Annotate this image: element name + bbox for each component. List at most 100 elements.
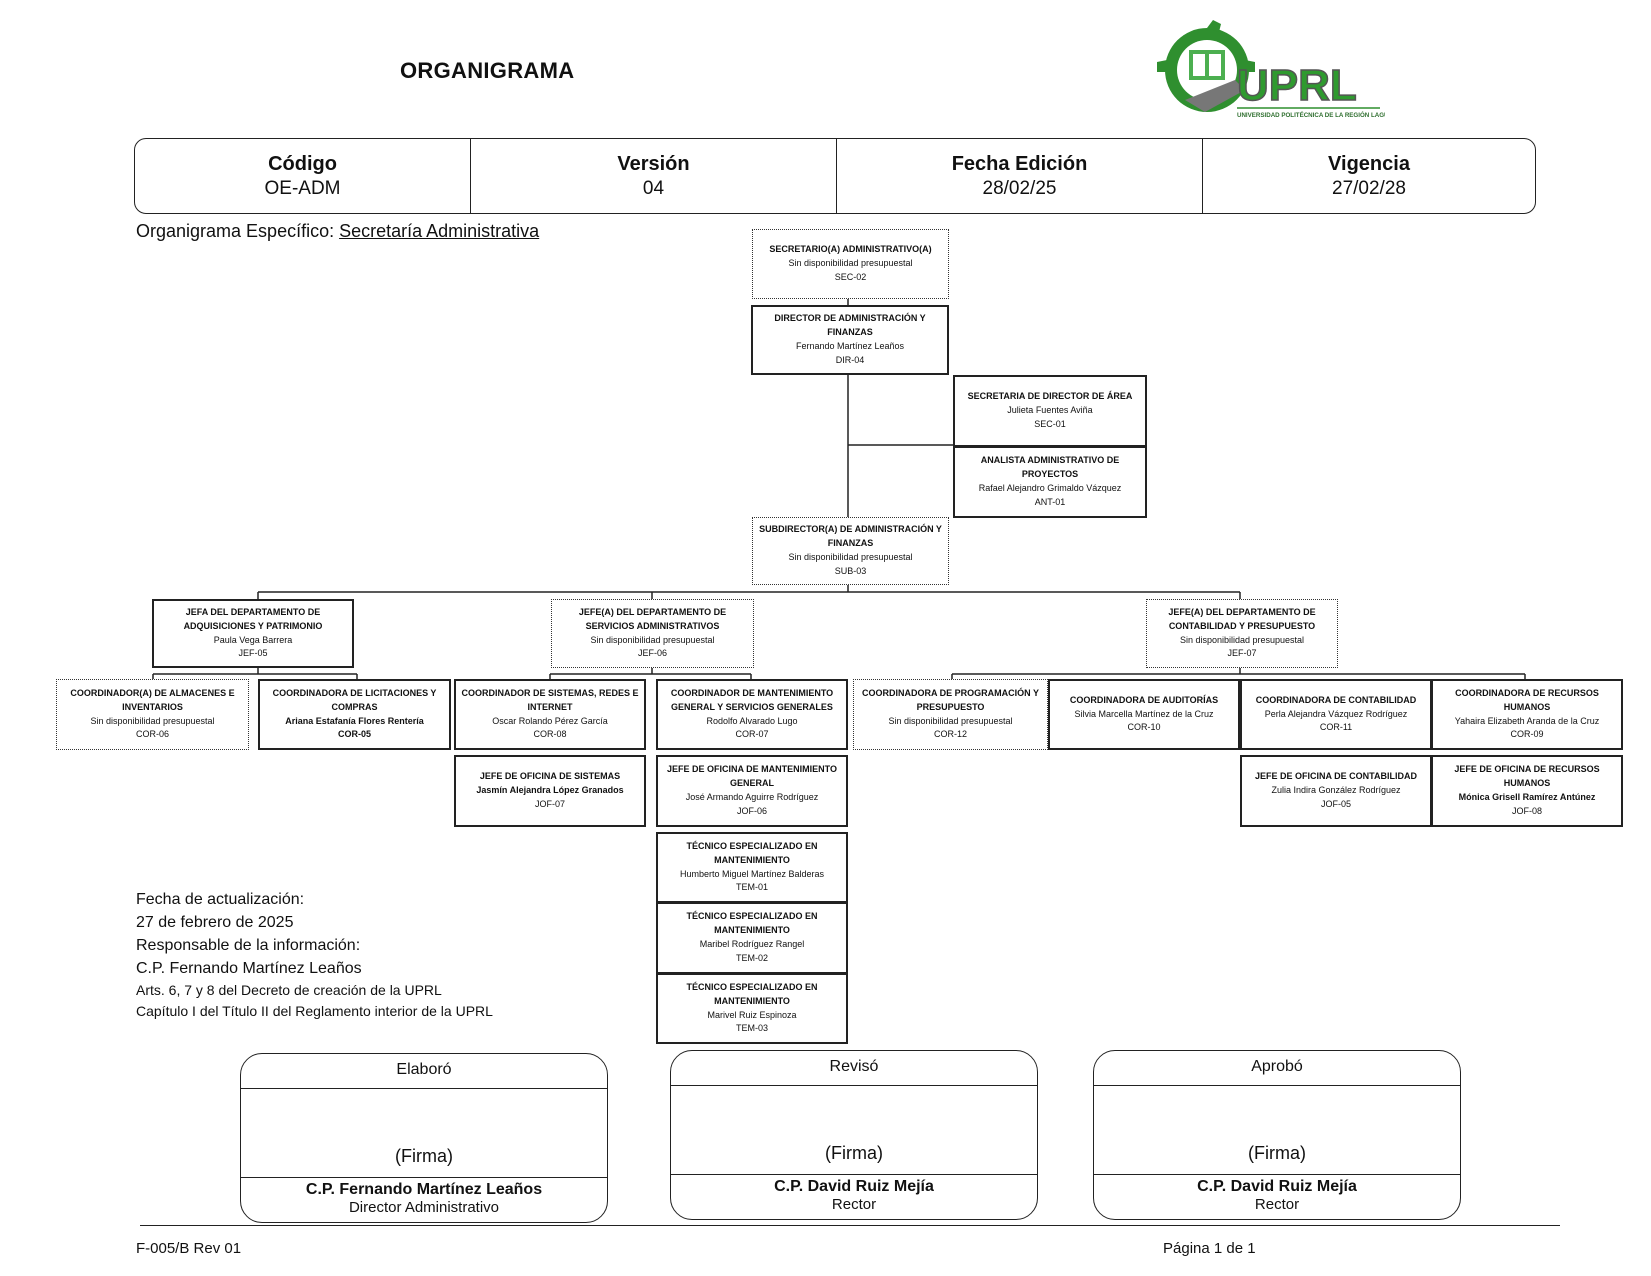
org-box-title: JEFA DEL DEPARTAMENTO DE ADQUISICIONES Y… <box>183 606 323 631</box>
org-box-title: TÉCNICO ESPECIALIZADO EN MANTENIMIENTO <box>686 981 818 1006</box>
signature-head: Aprobó <box>1094 1051 1460 1086</box>
signature-role: Rector <box>1254 1196 1300 1213</box>
signature-role: Director Administrativo <box>348 1199 500 1216</box>
org-box-code: JEF-07 <box>1227 648 1257 659</box>
org-box-title: DIRECTOR DE ADMINISTRACIÓN Y FINANZAS <box>774 313 926 338</box>
signature-box-aprobo: Aprobó (Firma) C.P. David Ruiz Mejía Rec… <box>1093 1050 1461 1220</box>
org-box-code: TEM-03 <box>735 1023 768 1034</box>
org-box-title: COORDINADORA DE LICITACIONES Y COMPRAS <box>272 687 437 712</box>
org-box-code: COR-11 <box>1319 722 1353 733</box>
org-box-code: COR-12 <box>933 729 967 740</box>
org-box-title: JEFE DE OFICINA DE MANTENIMIENTO GENERAL <box>666 764 837 789</box>
org-box-cor-09: COORDINADORA DE RECURSOS HUMANOS Yahaira… <box>1431 679 1623 750</box>
org-box-title: JEFE DE OFICINA DE SISTEMAS <box>479 771 621 782</box>
info-line: Responsable de la información: <box>136 937 361 954</box>
meta-version: Versión 04 <box>471 139 837 213</box>
org-box-title: TÉCNICO ESPECIALIZADO EN MANTENIMIENTO <box>686 911 818 936</box>
org-box-code: TEM-01 <box>735 882 768 893</box>
info-line: Fecha de actualización: <box>136 891 305 908</box>
meta-label: Código <box>268 152 337 175</box>
org-box-title: JEFE DE OFICINA DE RECURSOS HUMANOS <box>1454 764 1600 789</box>
org-box-cor-06: COORDINADOR(A) DE ALMACENES E INVENTARIO… <box>56 679 249 750</box>
signature-box-reviso: Revisó (Firma) C.P. David Ruiz Mejía Rec… <box>670 1050 1038 1220</box>
org-box-name: Sin disponibilidad presupuestal <box>1179 634 1305 645</box>
org-box-title: JEFE(A) DEL DEPARTAMENTO DE SERVICIOS AD… <box>578 606 727 631</box>
org-box-name: Jasmín Alejandra López Granados <box>476 785 624 796</box>
org-box-title: COORDINADORA DE CONTABILIDAD <box>1255 694 1417 705</box>
org-box-name: Sin disponibilidad presupuestal <box>888 715 1013 726</box>
meta-value: 04 <box>642 177 665 199</box>
footer-divider <box>140 1225 1560 1226</box>
org-box-title: COORDINADORA DE AUDITORÍAS <box>1069 694 1219 705</box>
info-line: Capítulo I del Título II del Reglamento … <box>136 1003 493 1019</box>
org-box-name: José Armando Aguirre Rodríguez <box>685 792 819 802</box>
signature-role: Rector <box>831 1196 877 1213</box>
org-box-sec-01: SECRETARIA DE DIRECTOR DE ÁREA Julieta F… <box>953 375 1147 447</box>
org-box-title: JEFE(A) DEL DEPARTAMENTO DE CONTABILIDAD… <box>1168 606 1316 631</box>
org-box-code: DIR-04 <box>835 354 865 365</box>
org-box-name: Perla Alejandra Vázquez Rodríguez <box>1264 708 1408 719</box>
org-box-code: JEF-05 <box>238 648 268 659</box>
org-box-code: JOF-06 <box>736 805 767 816</box>
org-box-name: Rodolfo Alvarado Lugo <box>706 715 798 726</box>
org-box-name: Humberto Miguel Martínez Balderas <box>679 868 825 879</box>
org-box-name: Fernando Martínez Leaños <box>795 341 905 351</box>
org-box-code: SEC-01 <box>1034 418 1066 429</box>
org-box-name: Yahaira Elizabeth Aranda de la Cruz <box>1454 715 1600 726</box>
org-box-code: TEM-02 <box>735 952 768 963</box>
org-box-name: Sin disponibilidad presupuestal <box>90 715 215 726</box>
org-box-jef-07: JEFE(A) DEL DEPARTAMENTO DE CONTABILIDAD… <box>1146 599 1338 668</box>
page-number: Página 1 de 1 <box>1163 1240 1256 1257</box>
org-box-title: SUBDIRECTOR(A) DE ADMINISTRACIÓN Y FINAN… <box>759 524 942 549</box>
org-box-code: JOF-07 <box>534 798 565 809</box>
document-title: ORGANIGRAMA <box>400 58 575 83</box>
org-box-name: Sin disponibilidad presupuestal <box>788 258 913 269</box>
org-box-code: JOF-08 <box>1511 805 1542 816</box>
signature-head: Elaboró <box>241 1054 607 1089</box>
org-box-name: Rafael Alejandro Grimaldo Vázquez <box>978 483 1122 493</box>
org-box-title: JEFE DE OFICINA DE CONTABILIDAD <box>1254 771 1417 782</box>
org-box-sec-02: SECRETARIO(A) ADMINISTRATIVO(A) Sin disp… <box>752 229 949 299</box>
org-box-jof-08: JEFE DE OFICINA DE RECURSOS HUMANOS Móni… <box>1431 755 1623 827</box>
org-box-name: Sin disponibilidad presupuestal <box>788 552 913 562</box>
org-box-code: JEF-06 <box>637 648 667 659</box>
signature-name: C.P. David Ruiz Mejía <box>774 1178 934 1195</box>
org-box-code: COR-07 <box>735 729 769 740</box>
org-box-code: ANT-01 <box>1034 496 1066 507</box>
meta-label: Vigencia <box>1328 152 1410 175</box>
meta-fecha-edicion: Fecha Edición 28/02/25 <box>837 139 1203 213</box>
org-box-title: ANALISTA ADMINISTRATIVO DE PROYECTOS <box>980 455 1120 480</box>
org-subtitle: Organigrama Específico: Secretaría Admin… <box>136 221 539 242</box>
meta-label: Fecha Edición <box>951 152 1088 175</box>
uprl-logo: UPRL UNIVERSIDAD POLITÉCNICA DE LA REGIÓ… <box>1157 20 1385 119</box>
document-meta-table: Código OE-ADM Versión 04 Fecha Edición 2… <box>134 138 1536 214</box>
org-box-name: Paula Vega Barrera <box>213 634 293 645</box>
signature-placeholder: (Firma) <box>395 1146 453 1166</box>
logo-subtext: UNIVERSIDAD POLITÉCNICA DE LA REGIÓN LAG… <box>1237 111 1385 119</box>
subtitle-prefix: Organigrama Específico: <box>136 221 340 241</box>
logo-text: UPRL <box>1237 61 1357 110</box>
org-box-name: Marivel Ruiz Espinoza <box>707 1009 797 1020</box>
org-box-tem-02: TÉCNICO ESPECIALIZADO EN MANTENIMIENTO M… <box>656 902 848 974</box>
org-box-code: COR-10 <box>1127 722 1161 733</box>
org-box-code: COR-05 <box>337 729 371 740</box>
subtitle-unit: Secretaría Administrativa <box>339 221 540 241</box>
org-box-name: Oscar Rolando Pérez García <box>492 715 608 726</box>
signature-area: (Firma) <box>1094 1086 1460 1175</box>
org-box-ant-01: ANALISTA ADMINISTRATIVO DE PROYECTOS Raf… <box>953 446 1147 518</box>
org-box-jef-05: JEFA DEL DEPARTAMENTO DE ADQUISICIONES Y… <box>152 599 354 668</box>
org-box-jof-06: JEFE DE OFICINA DE MANTENIMIENTO GENERAL… <box>656 755 848 827</box>
org-box-code: COR-09 <box>1510 729 1544 740</box>
signature-box-elaboro: Elaboró (Firma) C.P. Fernando Martínez L… <box>240 1053 608 1223</box>
org-box-sub-03: SUBDIRECTOR(A) DE ADMINISTRACIÓN Y FINAN… <box>752 517 949 585</box>
org-box-dir-04: DIRECTOR DE ADMINISTRACIÓN Y FINANZAS Fe… <box>751 305 949 375</box>
org-box-title: COORDINADOR DE SISTEMAS, REDES E INTERNE… <box>461 687 639 712</box>
org-box-title: COORDINADOR(A) DE ALMACENES E INVENTARIO… <box>70 687 235 712</box>
signature-area: (Firma) <box>241 1089 607 1178</box>
org-box-name: Ariana Estafanía Flores Rentería <box>285 715 424 726</box>
org-box-jof-05: JEFE DE OFICINA DE CONTABILIDAD Zulia In… <box>1240 755 1432 827</box>
meta-vigencia: Vigencia 27/02/28 <box>1203 139 1535 213</box>
info-line: 27 de febrero de 2025 <box>136 914 294 931</box>
org-box-code: COR-08 <box>533 729 567 740</box>
signature-placeholder: (Firma) <box>825 1143 883 1163</box>
